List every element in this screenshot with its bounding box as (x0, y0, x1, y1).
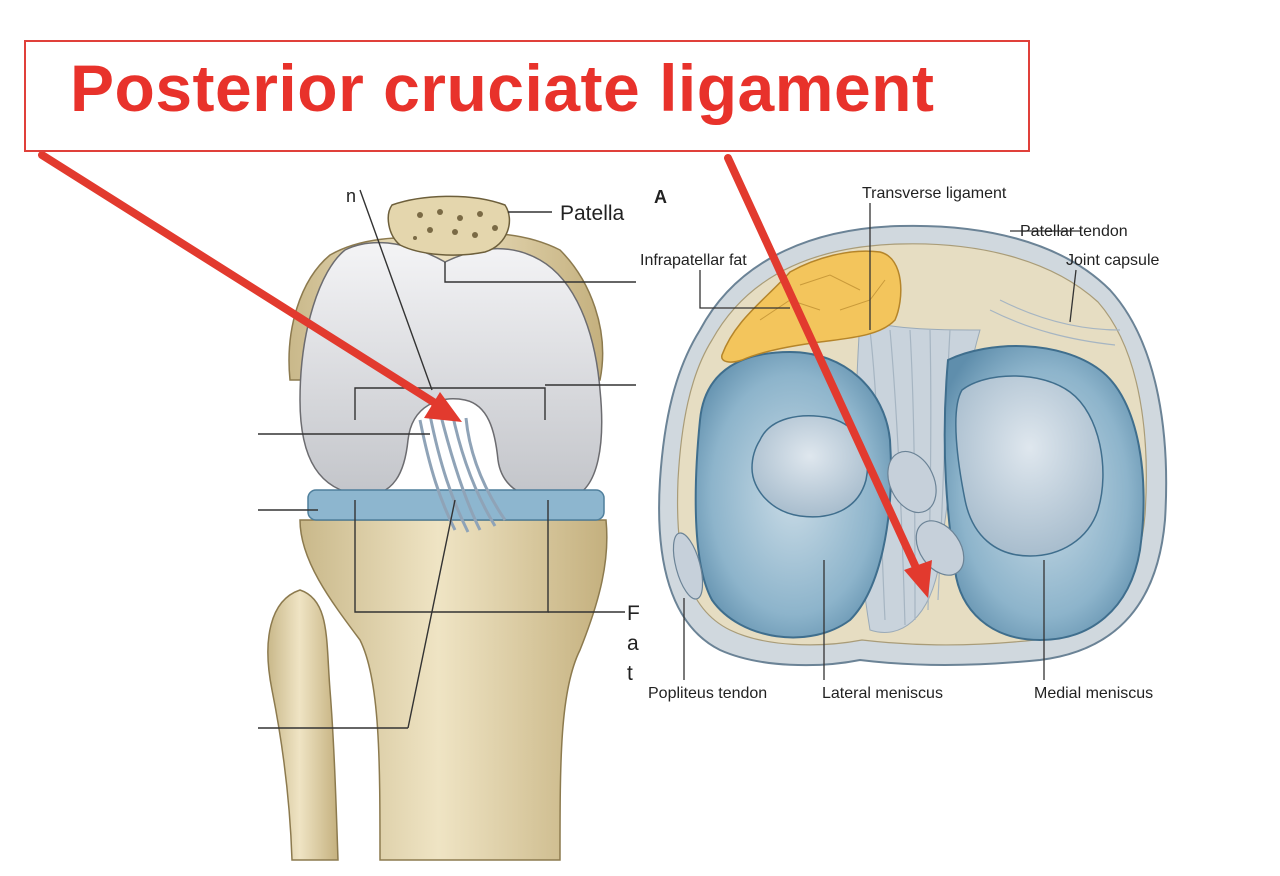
title-box: Posterior cruciate ligament (24, 40, 1030, 152)
femoral-condyles (300, 243, 602, 500)
lateral-meniscus-label: Lateral meniscus (822, 685, 943, 702)
right-plateau-illustration (659, 203, 1166, 680)
fibula (268, 590, 338, 860)
stray-label-n: n (346, 186, 356, 206)
page-title: Posterior cruciate ligament (26, 50, 1072, 126)
stray-label-t: t (627, 662, 633, 685)
patella (388, 196, 509, 255)
infrapatellar-fat-label: Infrapatellar fat (640, 252, 747, 269)
medial-meniscus-label: Medial meniscus (1034, 685, 1153, 702)
transverse-ligament-label: Transverse ligament (862, 185, 1007, 202)
patella-label: Patella (560, 202, 625, 225)
joint-capsule-label: Joint capsule (1066, 252, 1159, 269)
stray-label-a: a (627, 632, 639, 655)
left-knee-illustration (258, 190, 636, 860)
stray-label-r: F (627, 602, 640, 625)
patellar-tendon-label: Patellar tendon (1020, 223, 1128, 240)
tibia (300, 520, 607, 860)
panel-letter: A (654, 187, 667, 207)
medial-plateau (956, 376, 1103, 556)
popliteus-tendon-label: Popliteus tendon (648, 685, 767, 702)
